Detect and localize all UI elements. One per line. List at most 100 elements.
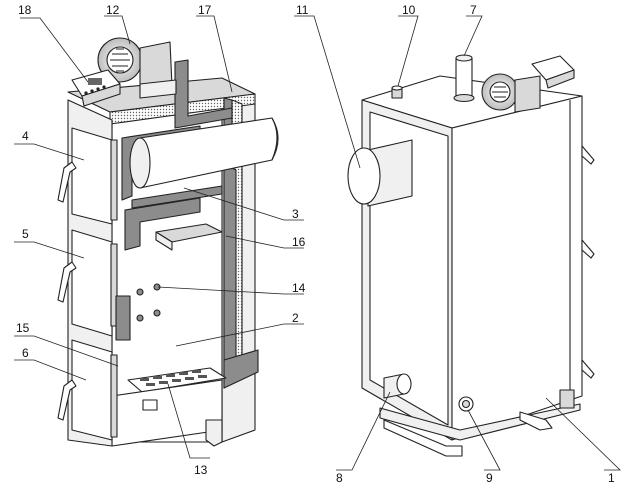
grate-slot [153,376,162,379]
leader-8 [336,391,391,471]
side-hook [581,359,595,379]
flue-duct-cut [271,117,279,161]
chimney-collar [453,93,475,103]
controller-front [81,83,121,107]
leader-12 [104,15,131,45]
return-pipe-end [396,373,412,395]
label-3: 3 [292,207,299,221]
leader-3 [183,187,304,221]
fan-grille-bars [110,48,130,72]
grate-slot [146,383,155,386]
label-18: 18 [18,3,32,17]
fan-base [139,79,177,99]
exterior-front-face [451,95,583,441]
hinge-block [115,295,131,341]
exterior-fan-grille-bars [492,86,508,98]
leader-13 [167,383,210,459]
leader-17 [196,15,233,93]
controller-button [90,89,94,93]
chimney-section [174,59,233,129]
grate-slot [166,374,175,377]
grate-slot [192,370,201,373]
leader-7 [463,15,483,57]
label-6: 6 [22,346,29,360]
base-foot-back [559,389,575,409]
controller-button [84,91,88,95]
flue-duct-end [129,137,151,189]
label-5: 5 [22,227,29,241]
chimney-top [455,54,473,62]
grate-slot [140,378,149,381]
leader-5 [14,241,85,259]
flue-outlet-opening [347,147,381,205]
boiler-exterior-view [347,54,595,457]
base-foot-left [383,419,463,457]
door-handle [57,261,77,303]
label-8: 8 [336,471,343,485]
exterior-fan-body [514,75,541,113]
leader-4 [14,143,85,161]
label-13: 13 [194,463,208,477]
label-17: 17 [198,3,212,17]
controller-button [96,87,100,91]
door-bottom [71,339,113,441]
grate-slot [172,379,181,382]
leader-11 [294,15,361,169]
leader-18 [20,17,89,83]
leader-15 [14,335,119,367]
leader-2 [175,323,304,347]
leader-10 [397,15,419,87]
leader-6 [14,359,87,381]
label-4: 4 [22,129,29,143]
label-12: 12 [106,3,120,17]
base-frame [379,403,581,441]
leader-16 [225,235,304,249]
label-9: 9 [486,471,493,485]
door-middle [71,229,113,337]
chimney-pipe [455,57,473,99]
label-14: 14 [292,281,306,295]
foot [205,419,223,447]
label-7: 7 [470,3,477,17]
controller [71,69,121,107]
fan-unit [97,37,177,99]
label-2: 2 [292,311,299,325]
grate-slot [159,381,168,384]
side-hook [581,239,595,259]
air-hole [136,288,144,296]
door-top [71,127,113,225]
label-16: 16 [292,235,306,249]
boiler-cutaway-view [57,37,279,447]
label-1: 1 [608,471,615,485]
leader-9 [467,409,501,471]
door-handle [57,379,77,421]
drain-fitting-core [461,399,471,409]
side-hook [581,145,595,165]
door-hinge [110,243,118,327]
grate-slots [140,370,207,386]
leader-1 [545,397,621,471]
part-labels: 18 12 17 4 5 15 6 3 16 14 2 13 11 10 7 8… [16,3,615,485]
exterior-controller-front [545,69,575,89]
grate-slot [198,375,207,378]
middle-baffle [124,197,201,251]
controller-button [102,85,106,89]
label-11: 11 [296,3,309,17]
water-jacket-lower [223,163,237,389]
ash-box-window [142,399,158,411]
leader-14 [157,286,304,295]
door-hinge [110,354,118,438]
label-15: 15 [16,321,30,335]
label-10: 10 [402,3,416,17]
air-hole [136,314,144,322]
grate-slot [179,372,188,375]
door-handle [57,161,77,203]
air-hole [153,309,161,317]
base-foot-right [519,411,553,431]
secondary-plate-edge [155,231,173,251]
controller-display [88,78,102,85]
leader-lines [14,15,621,471]
safety-valve-top [391,85,403,91]
door-hinge [110,139,118,221]
